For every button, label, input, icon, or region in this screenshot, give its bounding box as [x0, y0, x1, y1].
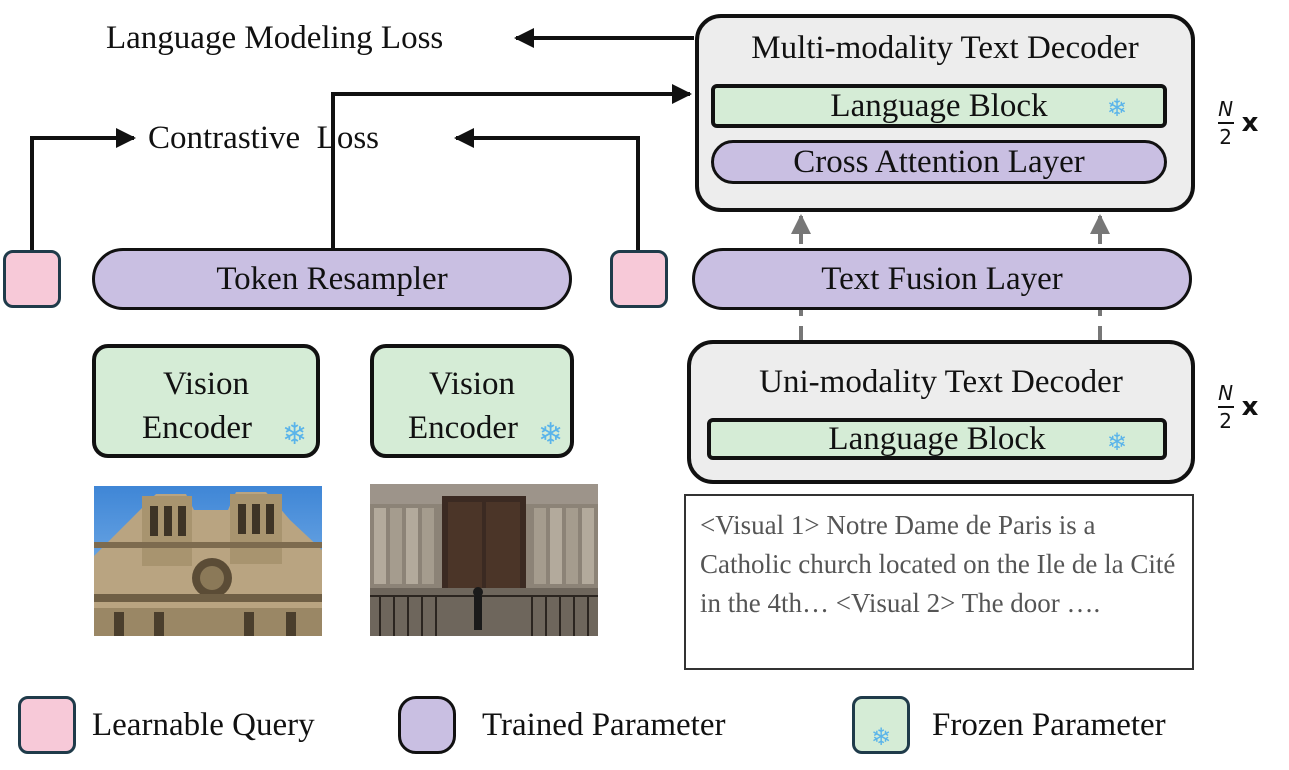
legend-learnable-label: Learnable Query [92, 707, 315, 743]
uni-decoder-title: Uni-modality Text Decoder [759, 364, 1123, 400]
uni-modality-decoder: Uni-modality Text Decoder Language Block… [687, 340, 1195, 484]
legend-frozen-swatch: ❄ [852, 696, 910, 754]
vision-encoder-1: Vision Encoder ❄ [92, 344, 320, 458]
legend-learnable-swatch [18, 696, 76, 754]
snowflake-icon: ❄ [871, 723, 892, 751]
legend-frozen-label: Frozen Parameter [932, 707, 1166, 743]
arrow-resampler-to-decoder [331, 84, 692, 248]
arrow-query2-to-contrastive [454, 128, 640, 250]
token-resampler: Token Resampler [92, 248, 572, 310]
snowflake-icon: ❄ [1106, 94, 1127, 122]
language-modeling-loss-label: Language Modeling Loss [106, 20, 444, 56]
snowflake-icon: ❄ [1106, 428, 1127, 456]
learnable-query-left [3, 250, 61, 308]
legend-trained-label: Trained Parameter [482, 707, 726, 743]
input-text-box: <Visual 1> Notre Dame de Paris is a Cath… [684, 494, 1194, 670]
legend-trained-swatch [398, 696, 456, 754]
snowflake-icon: ❄ [282, 417, 308, 452]
text-fusion-layer: Text Fusion Layer [692, 248, 1192, 310]
cathedral-facade-image [94, 486, 322, 636]
cathedral-door-image [370, 484, 598, 636]
language-block-uni: Language Block ❄ [707, 418, 1167, 460]
learnable-query-right [610, 250, 668, 308]
multi-modality-decoder: Multi-modality Text Decoder Language Blo… [695, 14, 1195, 212]
vision-encoder-2: Vision Encoder ❄ [370, 344, 574, 458]
arrow-query-to-contrastive [30, 128, 136, 250]
cross-attention-layer: Cross Attention Layer [711, 140, 1167, 184]
contrastive-loss-label: Contrastive Loss [148, 120, 379, 156]
language-block-multi: Language Block ❄ [711, 84, 1167, 128]
multi-decoder-title: Multi-modality Text Decoder [751, 30, 1139, 66]
snowflake-icon: ❄ [538, 417, 564, 452]
